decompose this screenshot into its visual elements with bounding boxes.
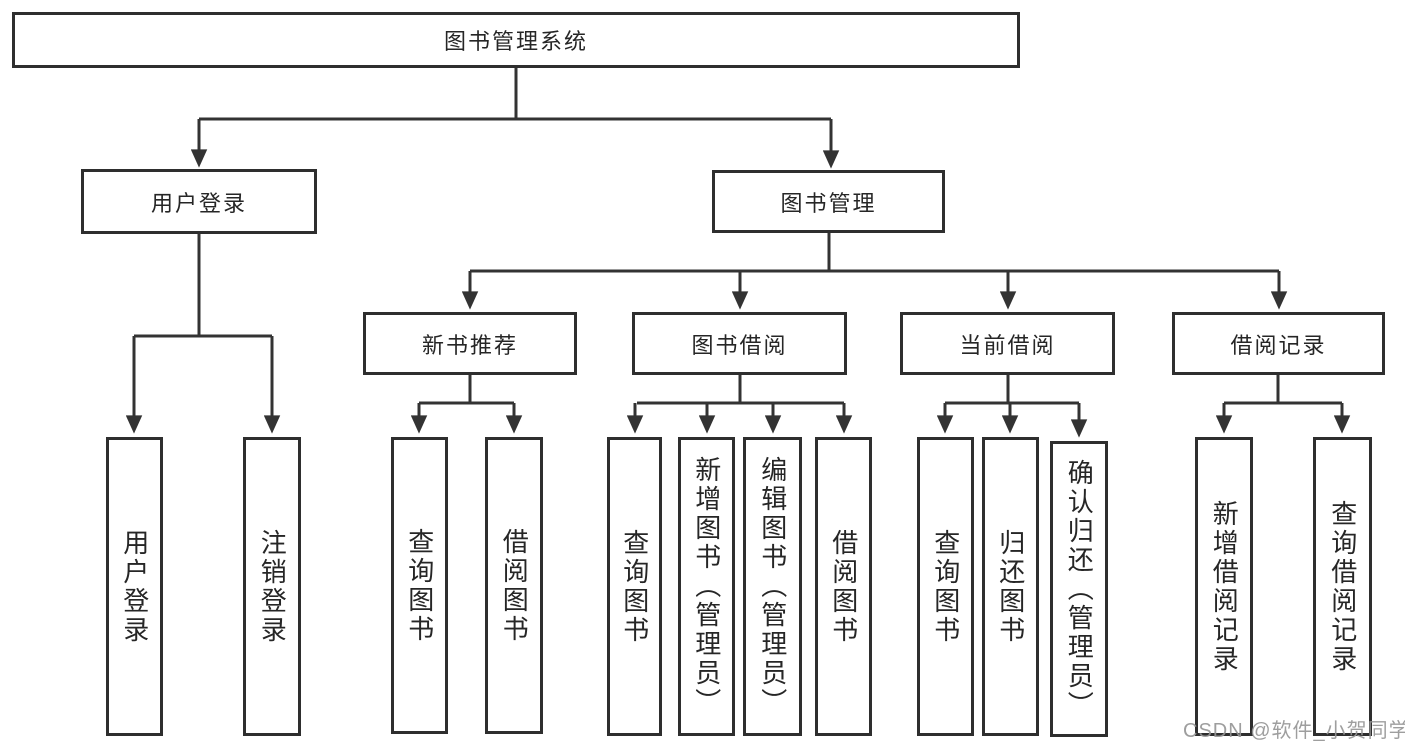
node-confirm-return-admin-label: 确认归还（管理员） [1064, 458, 1095, 720]
node-leaf-logout-label: 注销登录 [257, 528, 288, 645]
node-book-borrowing-label: 图书借阅 [691, 332, 788, 358]
node-return-books: 归还图书 [982, 437, 1039, 736]
node-confirm-return-admin: 确认归还（管理员） [1050, 441, 1108, 737]
node-leaf-logout: 注销登录 [243, 437, 301, 736]
node-root-label: 图书管理系统 [443, 29, 588, 54]
node-leaf-user-login-label: 用户登录 [119, 528, 150, 645]
node-borrow-books-borrow: 借阅图书 [815, 437, 872, 736]
node-edit-books-admin-label: 编辑图书（管理员） [757, 456, 788, 717]
node-query-books-borrow: 查询图书 [607, 437, 662, 736]
node-borrow-records-label: 借阅记录 [1230, 332, 1327, 358]
node-new-book-recommend: 新书推荐 [363, 312, 577, 375]
node-book-management-label: 图书管理 [780, 190, 877, 216]
node-query-borrow-record-label: 查询借阅记录 [1327, 499, 1358, 674]
node-new-book-recommend-label: 新书推荐 [421, 332, 518, 358]
node-borrow-books-recommend-label: 借阅图书 [499, 527, 530, 644]
node-query-books-current-label: 查询图书 [930, 528, 961, 645]
node-borrow-books-recommend: 借阅图书 [485, 437, 543, 734]
node-query-books-current: 查询图书 [917, 437, 974, 736]
node-book-borrowing: 图书借阅 [632, 312, 847, 375]
node-borrow-books-borrow-label: 借阅图书 [828, 528, 859, 645]
node-current-borrowing-label: 当前借阅 [959, 332, 1056, 358]
node-query-books-borrow-label: 查询图书 [619, 528, 650, 645]
node-add-borrow-record: 新增借阅记录 [1195, 437, 1253, 736]
node-leaf-user-login: 用户登录 [106, 437, 163, 736]
node-query-books-recommend-label: 查询图书 [404, 527, 435, 644]
node-query-borrow-record: 查询借阅记录 [1313, 437, 1372, 736]
node-add-books-admin-label: 新增图书（管理员） [691, 456, 722, 717]
node-user-login-label: 用户登录 [150, 190, 247, 216]
node-user-login: 用户登录 [81, 169, 317, 234]
node-edit-books-admin: 编辑图书（管理员） [743, 437, 802, 736]
node-query-books-recommend: 查询图书 [391, 437, 448, 734]
node-return-books-label: 归还图书 [995, 528, 1026, 645]
node-add-borrow-record-label: 新增借阅记录 [1209, 499, 1240, 674]
node-book-management: 图书管理 [712, 170, 945, 233]
csdn-watermark: CSDN @软件_小贺同学 [1183, 720, 1405, 742]
node-add-books-admin: 新增图书（管理员） [678, 437, 735, 736]
node-borrow-records: 借阅记录 [1172, 312, 1385, 375]
node-current-borrowing: 当前借阅 [900, 312, 1115, 375]
node-root: 图书管理系统 [12, 12, 1020, 68]
